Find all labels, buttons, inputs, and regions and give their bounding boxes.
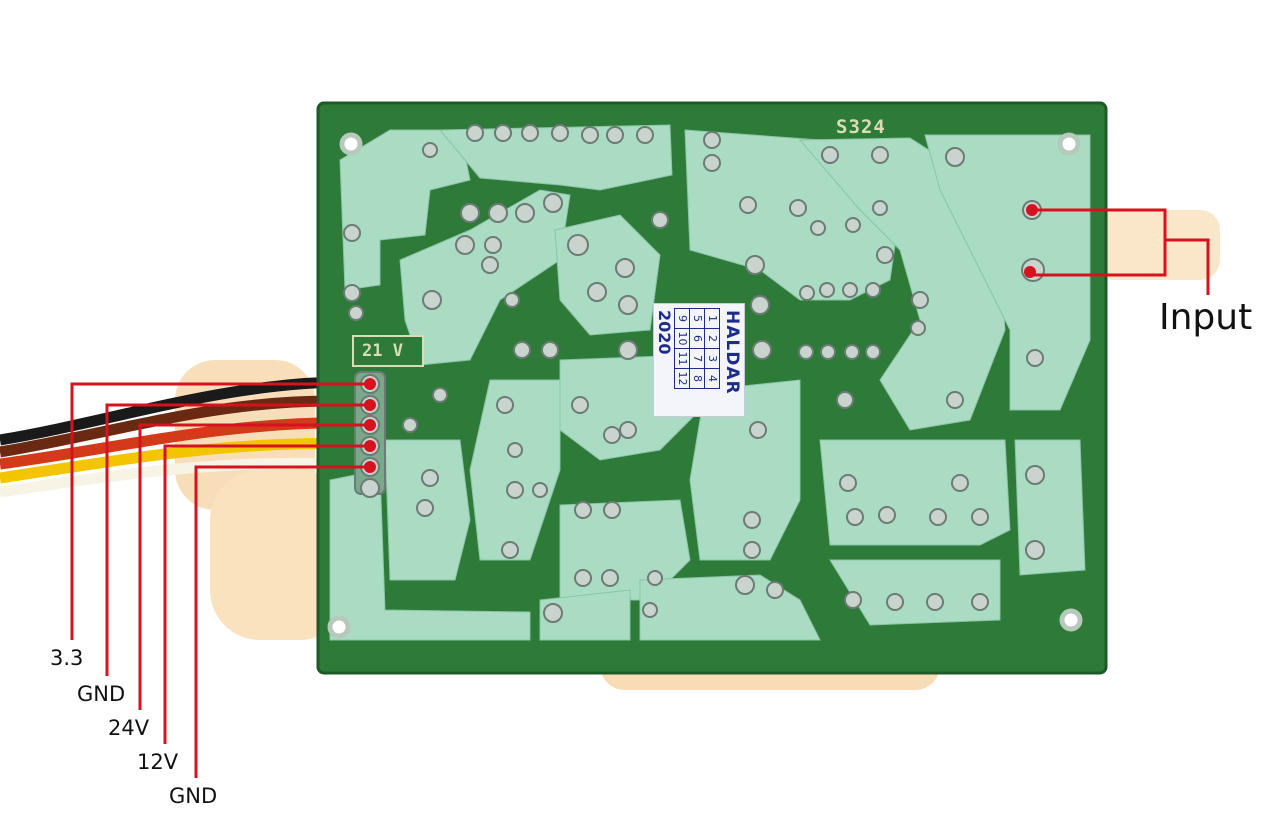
sticker-cell: 2: [704, 329, 719, 349]
solder-pads: [343, 124, 1045, 623]
sticker-cell: 5: [689, 309, 704, 329]
sticker-cell: 3: [704, 349, 719, 369]
sticker-cell: 6: [689, 329, 704, 349]
input-annotation-dots: [1024, 204, 1038, 278]
sticker-year: 2020: [655, 310, 674, 355]
sticker-brand: HALDAR: [722, 310, 742, 395]
wire-header-pads: [354, 371, 386, 498]
label-gnd-2: GND: [169, 784, 218, 808]
sticker-cell: 4: [704, 369, 719, 389]
label-input: Input: [1159, 297, 1253, 338]
wire-bundle: [0, 376, 361, 498]
sticker-grid: 1 2 3 4 5 6 7 8 9 10 11 12: [674, 308, 720, 389]
input-annotation-lines: [1030, 208, 1210, 295]
label-24v: 24V: [108, 716, 150, 740]
silkscreen-code: S324: [836, 116, 886, 138]
wire-annotation-lines: [70, 382, 370, 778]
label-gnd-1: GND: [77, 682, 126, 706]
sticker-cell: 11: [674, 349, 689, 369]
silkscreen-box: [352, 335, 424, 367]
pcb-board: [316, 101, 1108, 675]
sticker-cell: 12: [674, 369, 689, 389]
wire-annotation-dots: [364, 378, 376, 473]
sticker-cell: 8: [689, 369, 704, 389]
date-sticker: HALDAR 1 2 3 4 5 6 7 8 9 10 11 12 2020: [653, 303, 745, 417]
sticker-cell: 10: [674, 329, 689, 349]
label-3v3: 3.3: [50, 646, 84, 670]
label-12v: 12V: [137, 750, 179, 774]
silkscreen-voltage: 21 V: [362, 341, 403, 361]
sticker-cell: 9: [674, 309, 689, 329]
mounting-holes: [327, 132, 1083, 639]
sticker-cell: 7: [689, 349, 704, 369]
sticker-cell: 1: [704, 309, 719, 329]
